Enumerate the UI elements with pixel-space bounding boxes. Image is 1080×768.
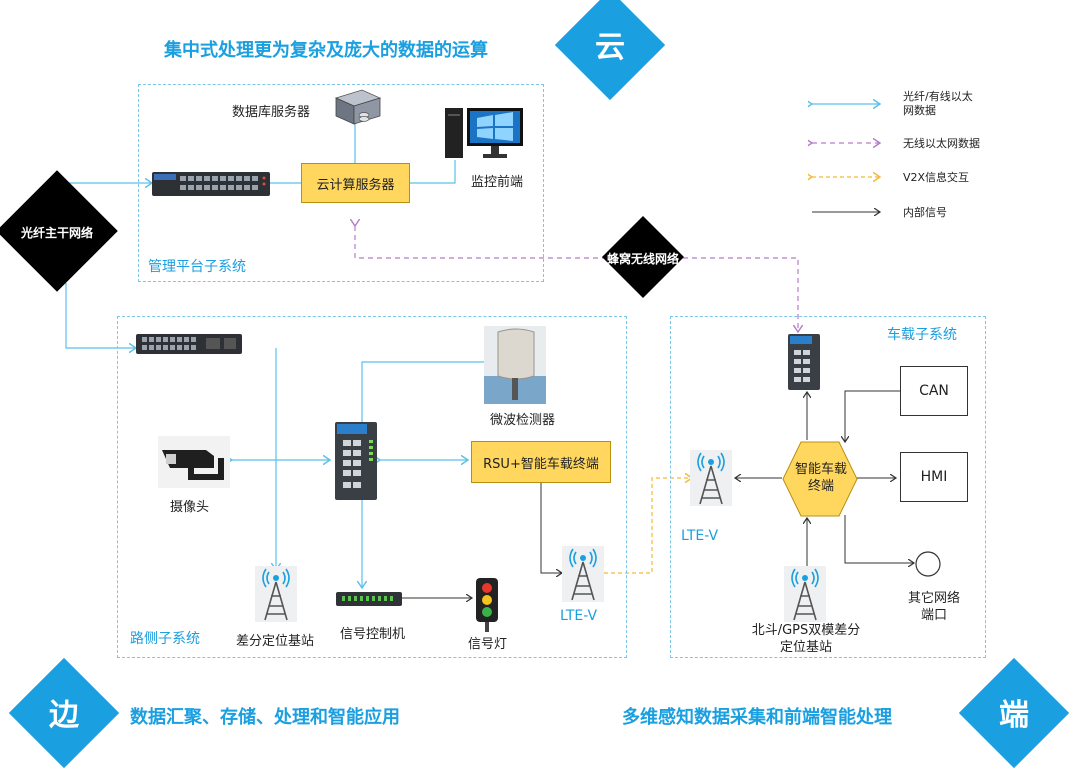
roadside-lte-label: LTE-V — [560, 608, 598, 624]
database-server-icon — [334, 89, 382, 125]
camera-label: 摄像头 — [170, 500, 210, 515]
terminal-headline: 多维感知数据采集和前端智能处理 — [622, 707, 892, 728]
microwave-detector-label: 微波检测器 — [490, 413, 556, 428]
diff-station-antenna-icon — [255, 566, 297, 622]
legend-wireless: 无线以太网数据 — [903, 137, 980, 150]
microwave-detector-icon — [484, 326, 546, 404]
cloud-server-box: 云计算服务器 — [301, 163, 410, 203]
legend-v2x: V2X信息交互 — [903, 171, 970, 184]
vehicle-terminal-hexagon — [782, 441, 858, 517]
vehicle-lte-label: LTE-V — [681, 528, 719, 544]
edge-badge-label: 边 — [49, 698, 79, 733]
management-subsystem-label: 管理平台子系统 — [148, 259, 246, 275]
diff-station-label: 差分定位基站 — [236, 634, 315, 649]
vehicle-terminal-label: 智能车载终端 — [794, 462, 847, 494]
cellular-network-label: 蜂窝无线网络 — [606, 252, 679, 266]
monitor-workstation-icon — [445, 108, 523, 158]
roadside-subsystem-label: 路侧子系统 — [130, 631, 200, 647]
industrial-switch-icon — [335, 422, 377, 500]
can-box: CAN — [900, 366, 968, 416]
legend-internal: 内部信号 — [903, 206, 947, 219]
rsu-terminal-box: RSU+智能车载终端 — [471, 441, 611, 483]
beidou-antenna-icon — [784, 566, 826, 622]
vehicle-switch-icon — [788, 334, 820, 390]
other-port-label: 其它网络端口 — [907, 591, 960, 623]
other-port-circle-icon — [915, 551, 941, 577]
signal-light-label: 信号灯 — [468, 637, 508, 652]
terminal-badge-label: 端 — [999, 698, 1029, 733]
beidou-label: 北斗/GPS双模差分定位基站 — [751, 623, 861, 655]
vehicle-subsystem-label: 车载子系统 — [887, 327, 957, 343]
legend-lines — [808, 90, 888, 230]
legend-fiber: 光纤/有线以太网数据 — [903, 90, 973, 117]
roadside-lte-antenna-icon — [562, 546, 604, 602]
core-switch-icon — [152, 172, 270, 196]
monitor-label: 监控前端 — [471, 175, 524, 190]
backbone-network-label: 光纤主干网络 — [20, 226, 93, 240]
management-subsystem-box — [138, 84, 544, 282]
camera-icon — [158, 436, 230, 488]
signal-controller-label: 信号控制机 — [340, 627, 406, 642]
vehicle-subsystem-box — [670, 316, 986, 658]
vehicle-lte-antenna-icon — [690, 450, 732, 506]
hmi-box: HMI — [900, 452, 968, 502]
database-server-label: 数据库服务器 — [232, 105, 311, 120]
roadside-switch-icon — [136, 334, 242, 354]
cloud-headline: 集中式处理更为复杂及庞大的数据的运算 — [164, 40, 488, 61]
roadside-subsystem-box — [117, 316, 627, 658]
traffic-light-icon — [476, 578, 498, 632]
cloud-badge-label: 云 — [595, 30, 625, 65]
signal-controller-icon — [336, 592, 402, 606]
edge-headline: 数据汇聚、存储、处理和智能应用 — [130, 707, 400, 728]
